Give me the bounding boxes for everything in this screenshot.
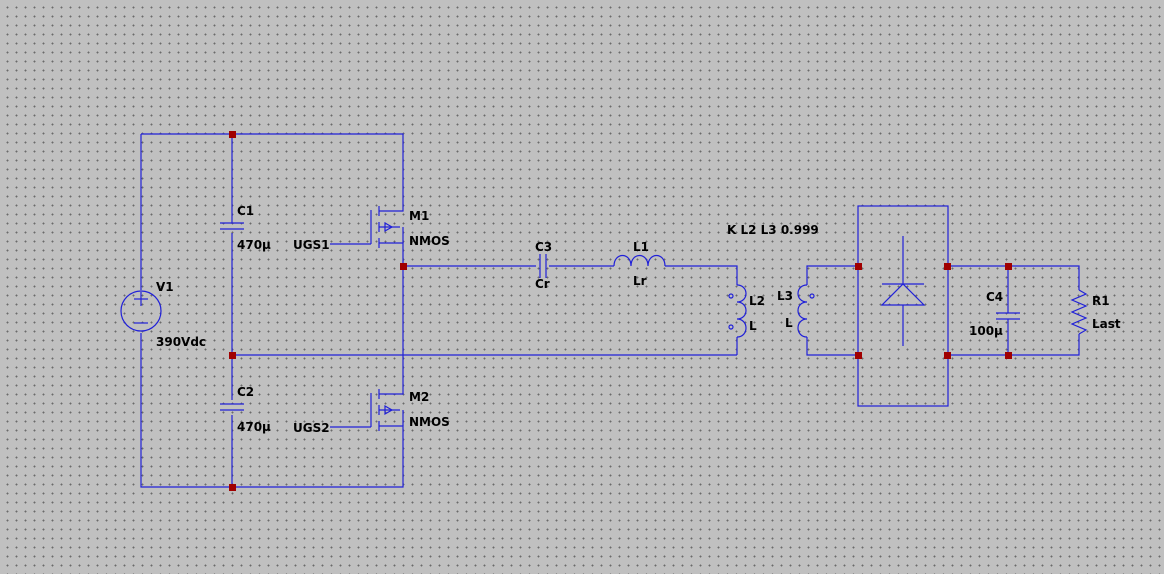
m2-gate-label: UGS2 [293,421,330,435]
r1-value-label: Last [1092,317,1121,331]
c3-value-label: Cr [535,277,550,291]
resistor-r1[interactable] [1070,289,1088,335]
junctions [229,131,1012,491]
capacitor-c4[interactable] [996,312,1020,320]
l3-name-label: L3 [777,289,793,303]
m2-model-label: NMOS [409,415,450,429]
l3-value-label: L [785,316,793,330]
mosfet-m1[interactable] [330,200,404,250]
l2-value-label: L [749,319,757,333]
m1-gate-label: UGS1 [293,238,330,252]
c1-name-label: C1 [237,204,254,218]
capacitor-c3[interactable] [539,254,547,278]
capacitor-c2[interactable] [220,403,244,411]
c4-value-label: 100µ [969,324,1003,338]
bridge-diode[interactable] [880,236,926,346]
v1-value-label: 390Vdc [156,335,206,349]
m1-name-label: M1 [409,209,429,223]
v1-name-label: V1 [156,280,174,294]
l2-name-label: L2 [749,294,765,308]
l1-name-label: L1 [633,240,649,254]
c1-value-label: 470µ [237,238,271,252]
capacitor-c1[interactable] [220,207,244,230]
c2-name-label: C2 [237,385,254,399]
m2-name-label: M2 [409,390,429,404]
inductor-l3[interactable] [797,284,815,338]
l1-value-label: Lr [633,274,647,288]
r1-name-label: R1 [1092,294,1110,308]
c3-name-label: C3 [535,240,552,254]
coupling-directive-label: K L2 L3 0.999 [727,223,819,237]
voltage-source-v1[interactable] [120,290,162,332]
inductor-l2[interactable] [728,284,747,338]
mosfet-m2[interactable] [330,385,404,431]
wires [140,133,1080,488]
inductor-l1[interactable] [613,254,666,267]
c4-name-label: C4 [986,290,1003,304]
c2-value-label: 470µ [237,420,271,434]
labels: V1 390Vdc C1 470µ C2 470µ M1 NMOS UGS1 M… [156,204,1121,435]
m1-model-label: NMOS [409,234,450,248]
